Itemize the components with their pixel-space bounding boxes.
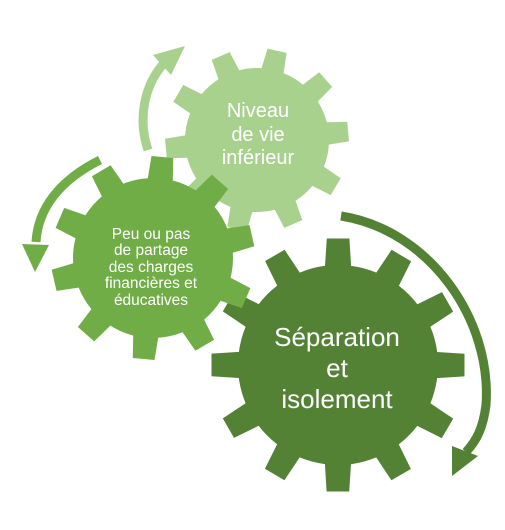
arrow-left-to-top bbox=[138, 46, 185, 152]
gear-separation-isolement bbox=[211, 238, 465, 492]
gear-label-partage-charges: Peu ou pas de partage des charges financ… bbox=[104, 226, 198, 309]
arrow-top-to-left bbox=[22, 155, 103, 272]
gear-label-niveau-de-vie: Niveau de vie inférieur bbox=[221, 100, 295, 170]
gear-label-separation-isolement: Séparation et isolement bbox=[274, 322, 400, 415]
gear-partage-charges bbox=[51, 156, 255, 360]
arrow-right-to-big bbox=[340, 211, 491, 476]
